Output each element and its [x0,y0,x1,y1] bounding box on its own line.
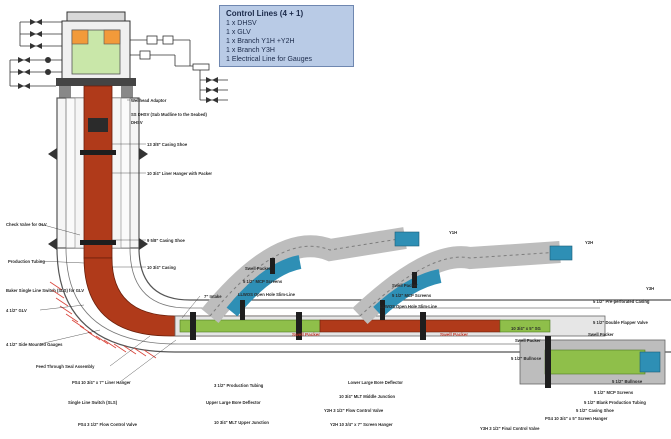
label-check-valve: Check Valve for GLV [6,222,47,227]
label-swell-packer-c: Swell Packer [392,283,418,288]
wellhead-clamp-right [121,86,133,98]
label-feed-through: Feed Through Seal Assembly [36,364,95,369]
label-glv: 4 1/2" GLV [6,308,27,313]
tree-cap [66,11,126,22]
control-lines-title: Control Lines (4 + 1) [226,9,304,18]
label-screens-2: 5 1/2" MCP Screens [392,293,432,298]
label-y2h-screen-hanger: Y2H 10 3/4" x 7" Screen Hanger [330,422,393,427]
label-lower-deflector: Lower Large Bore Deflector [348,380,403,385]
label-blank-tubing: 5 1/2" Blank Production Tubing [584,400,646,405]
label-dhsv: DHSV [131,120,143,125]
valve-orange-right [103,29,121,45]
label-swell-packer-d: Swell Packer [440,332,468,337]
control-line-item: 1 Electrical Line for Gauges [226,56,312,63]
label-y2h: Y2H [585,240,593,245]
label-flow-control-valve: PS4 3 1/2" Flow Control Valve [78,422,138,427]
label-baker-switch: Baker Single Line Switch (SLS) for GLV [6,288,84,293]
control-lines-legend: Control Lines (4 + 1) 1 x DHSV 1 x GLV 1… [219,5,354,67]
casing-bend [56,247,671,353]
label-screens-3: 5 1/2" MCP Screens [594,390,634,395]
swell-packer-markers [190,258,551,388]
wellhead-flange [56,78,136,86]
label-double-flapper: 5 1/2" Double Flapper Valve [593,320,648,325]
label-casing-13: 13 3/8" Casing Shoe [147,142,188,147]
label-y1h: Y1H [449,230,457,235]
production-tubing-green-end [499,319,551,333]
label-intake: 7" Intake [204,294,222,299]
label-wellhead: Wellhead Adaptor [131,98,167,103]
label-side-pocket: 4 1/2" Side Mounted Gauges [6,342,63,347]
label-y2h-flow-control: Y2H 3 1/2" Flow Control Valve [324,408,384,413]
casing-shoes [48,148,148,250]
label-swell-packer-e: Swell Packer [515,338,541,343]
label-swell-packer-f: Swell Packer [588,332,614,337]
label-screen-hanger-y3: PS4 10 3/4" x 5" Screen Hanger [545,416,608,421]
label-production-tubing: 3 1/2" Production Tubing [214,383,264,388]
lateral-y3h [519,339,666,385]
production-tubing-red-horiz [319,319,501,333]
wellhead-assembly [56,11,136,98]
leader-lines [39,99,201,383]
label-mlt-middle: 10 3/4" MLT Middle Junction [339,394,396,399]
dhsv-block [88,118,108,132]
control-line-item: 1 x GLV [226,29,251,36]
annotation-labels: Wellhead Adaptor SS DHSV (Sub Mudline to… [6,98,654,431]
control-line-manifold-right [130,39,228,101]
control-line-manifold-left [9,21,62,87]
label-liner-hanger-7: PS4 10 3/4" x 7" Liner Hanger [72,380,131,385]
label-open-hole-2: LLWOS Open Hole Slim-Line [380,304,438,309]
valve-symbols-left [18,19,51,89]
lateral-y1h [201,227,420,323]
label-proportionate-casing: 5 1/2" Pre-perforated Casing [593,299,650,304]
label-casing-10: 10 3/4" Casing [147,265,176,270]
label-mlt-upper: 10 3/4" MLT Upper Junction [214,420,269,425]
control-line-item: 1 x Branch Y3H [226,47,275,54]
label-single-line-switch: Single Line Switch (SLS) [68,400,118,405]
control-line-item: 1 x Branch Y1H +Y2H [226,38,295,45]
valve-symbols-right [139,35,218,103]
label-swell-packer-b: Swell Packer [292,332,320,337]
label-liner-hanger: 10 3/4" Liner Hanger with Packer [147,171,212,176]
label-swell-packer-a: Swell Packer [245,266,271,271]
label-bullnose-1: 5 1/2" Bullnose [511,356,542,361]
label-casing-shoe-y3: 5 1/2" Casing Shoe [576,408,614,413]
control-line-item: 1 x DHSV [226,20,257,27]
valve-orange-left [71,29,89,45]
label-y3h: Y3H [646,286,654,291]
label-shoe-10: 10 3/4" x 5" SG [511,326,541,331]
label-sub-mudline: SS DHSV (Sub Mudline to the Seabed) [131,112,207,117]
label-upper-deflector: Upper Large Bore Deflector [206,400,261,405]
label-open-hole-1: LLWOS Open Hole Slim-Line [238,292,296,297]
label-screens-1: 5 1/2" MCP Screens [243,279,283,284]
label-production-tubing-top: Production Tubing [8,259,45,264]
wellhead-clamp-left [59,86,71,98]
label-bullnose-2: 5 1/2" Bullnose [612,379,643,384]
label-final-control-valve: Y3H 3 1/2" Final Control Valve [480,426,540,431]
label-casing-7: 9 5/8" Casing Shoe [147,238,185,243]
